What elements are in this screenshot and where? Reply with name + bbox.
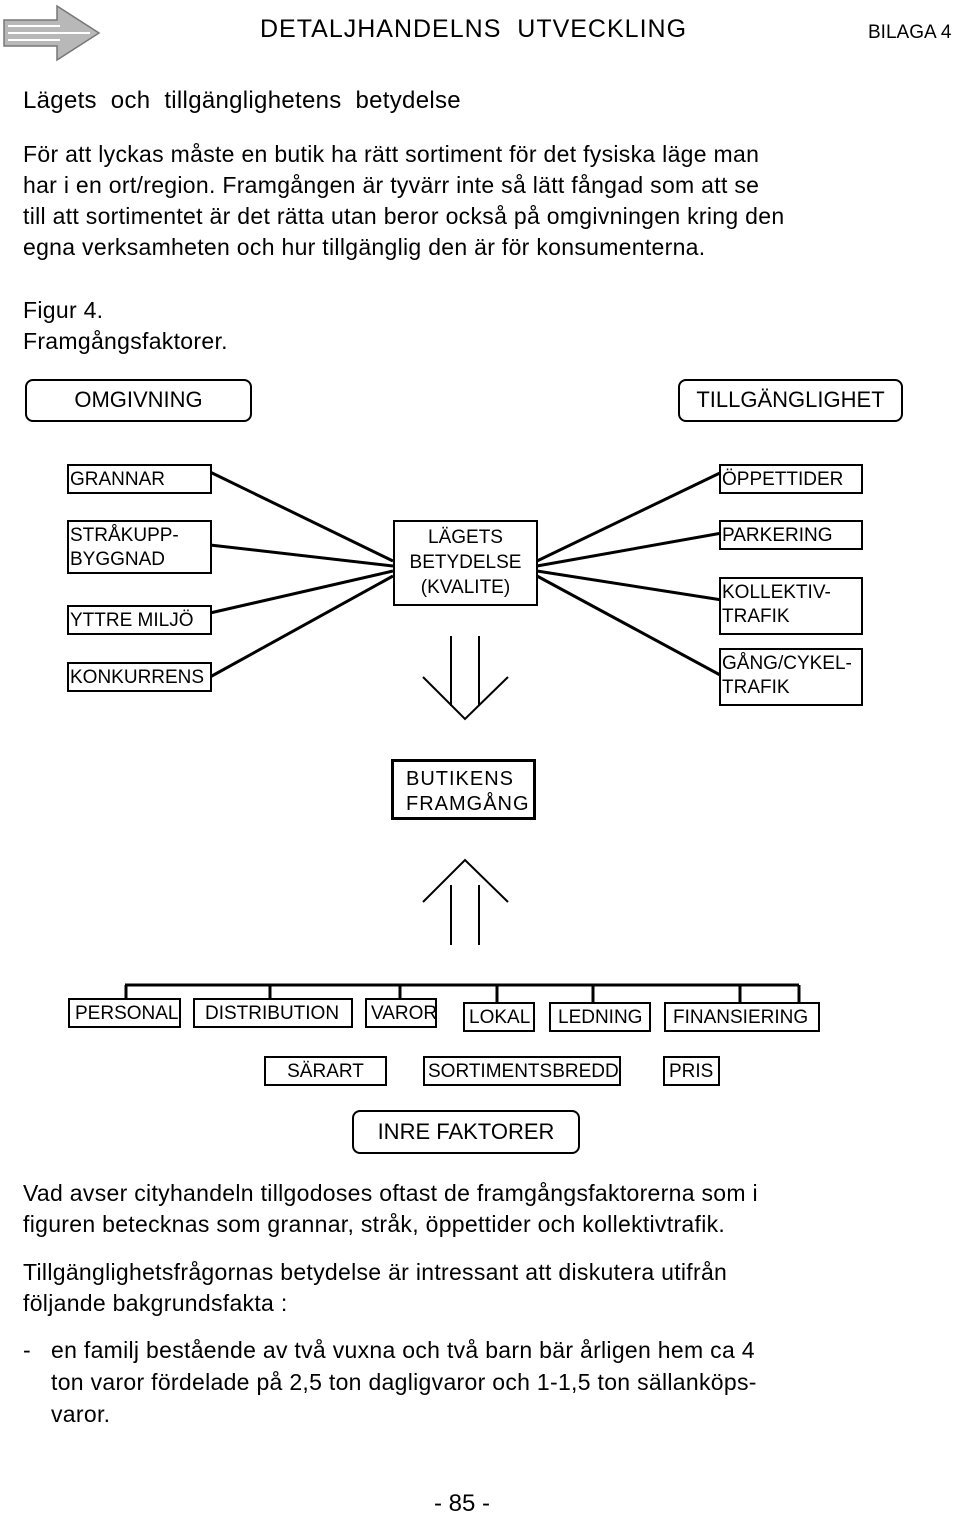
section-heading: Lägets och tillgänglighetens betydelse bbox=[23, 87, 461, 114]
body-line: följande bakgrundsfakta : bbox=[23, 1290, 288, 1316]
inner-factor-sarart: SÄRART bbox=[264, 1056, 387, 1086]
center-label: (KVALITE) bbox=[420, 577, 511, 598]
bullet-line: en familj bestående av två vuxna och två… bbox=[51, 1337, 755, 1363]
factor-box-strakuppbyggnad: STRÅKUPP- BYGGNAD bbox=[67, 520, 212, 574]
factor-label: BYGGNAD bbox=[70, 549, 166, 570]
tillganglighet-category-box: TILLGÄNGLIGHET bbox=[678, 379, 903, 422]
factor-box-gang-cykeltrafik: GÅNG/CYKEL- TRAFIK bbox=[719, 648, 863, 706]
factor-box-konkurrens: KONKURRENS bbox=[67, 662, 212, 692]
factor-label: KOLLEKTIV- bbox=[722, 582, 831, 603]
arrow-logo-icon bbox=[3, 4, 101, 62]
page-header-title: DETALJHANDELNS UTVECKLING bbox=[260, 15, 688, 43]
inner-factor-personal: PERSONAL bbox=[68, 998, 181, 1028]
center-box-lagets-betydelse: LÄGETS BETYDELSE (KVALITE) bbox=[393, 520, 538, 606]
body-line: Vad avser cityhandeln tillgodoses oftast… bbox=[23, 1180, 758, 1206]
factor-box-kollektivtrafik: KOLLEKTIV- TRAFIK bbox=[719, 577, 863, 635]
omgivning-title: OMGIVNING bbox=[74, 387, 203, 412]
inner-factors-title: INRE FAKTORER bbox=[377, 1119, 555, 1144]
factor-label: TRAFIK bbox=[722, 677, 790, 698]
tillganglighet-title: TILLGÄNGLIGHET bbox=[696, 387, 885, 412]
bullet-dash: - bbox=[23, 1337, 31, 1363]
factor-box-yttre-miljo: YTTRE MILJÖ bbox=[67, 605, 212, 635]
figure-caption: Framgångsfaktorer. bbox=[23, 328, 228, 354]
inner-factor-finansiering: FINANSIERING bbox=[664, 1002, 820, 1032]
inner-factor-pris: PRIS bbox=[663, 1056, 720, 1086]
intro-line: För att lyckas måste en butik ha rätt so… bbox=[23, 141, 760, 167]
factor-box-parkering: PARKERING bbox=[719, 520, 863, 550]
inner-factor-sortimentsbredd: SORTIMENTSBREDD bbox=[423, 1056, 621, 1086]
factor-box-grannar: GRANNAR bbox=[67, 464, 212, 494]
inner-factor-ledning: LEDNING bbox=[549, 1002, 651, 1032]
inner-factor-lokal: LOKAL bbox=[463, 1002, 535, 1032]
result-label: FRAMGÅNG bbox=[406, 793, 530, 815]
inner-factor-distribution: DISTRIBUTION bbox=[193, 998, 353, 1028]
omgivning-category-box: OMGIVNING bbox=[25, 379, 252, 422]
center-label: BETYDELSE bbox=[409, 552, 522, 573]
intro-line: har i en ort/region. Framgången är tyvär… bbox=[23, 172, 760, 198]
appendix-label: BILAGA 4 bbox=[868, 22, 952, 43]
intro-line: egna verksamheten och hur tillgänglig de… bbox=[23, 234, 706, 260]
body-line: figuren betecknas som grannar, stråk, öp… bbox=[23, 1211, 726, 1237]
center-label: LÄGETS bbox=[428, 527, 503, 548]
factor-label: GÅNG/CYKEL- bbox=[722, 653, 852, 674]
body-line: Tillgänglighetsfrågornas betydelse är in… bbox=[23, 1259, 728, 1285]
factor-label: STRÅKUPP- bbox=[70, 525, 179, 546]
inner-factor-varor: VAROR bbox=[365, 998, 437, 1028]
bullet-line: varor. bbox=[51, 1401, 111, 1427]
result-label: BUTIKENS bbox=[406, 768, 515, 790]
intro-line: till att sortimentet är det rätta utan b… bbox=[23, 203, 785, 229]
page-number: - 85 - bbox=[434, 1490, 491, 1517]
figure-number: Figur 4. bbox=[23, 297, 104, 323]
factor-label: TRAFIK bbox=[722, 606, 790, 627]
factor-box-oppettider: ÖPPETTIDER bbox=[719, 464, 863, 494]
result-box-butikens-framgang: BUTIKENS FRAMGÅNG bbox=[391, 759, 536, 820]
inner-factors-box: INRE FAKTORER bbox=[352, 1110, 580, 1154]
bullet-line: ton varor fördelade på 2,5 ton dagligvar… bbox=[51, 1369, 757, 1395]
